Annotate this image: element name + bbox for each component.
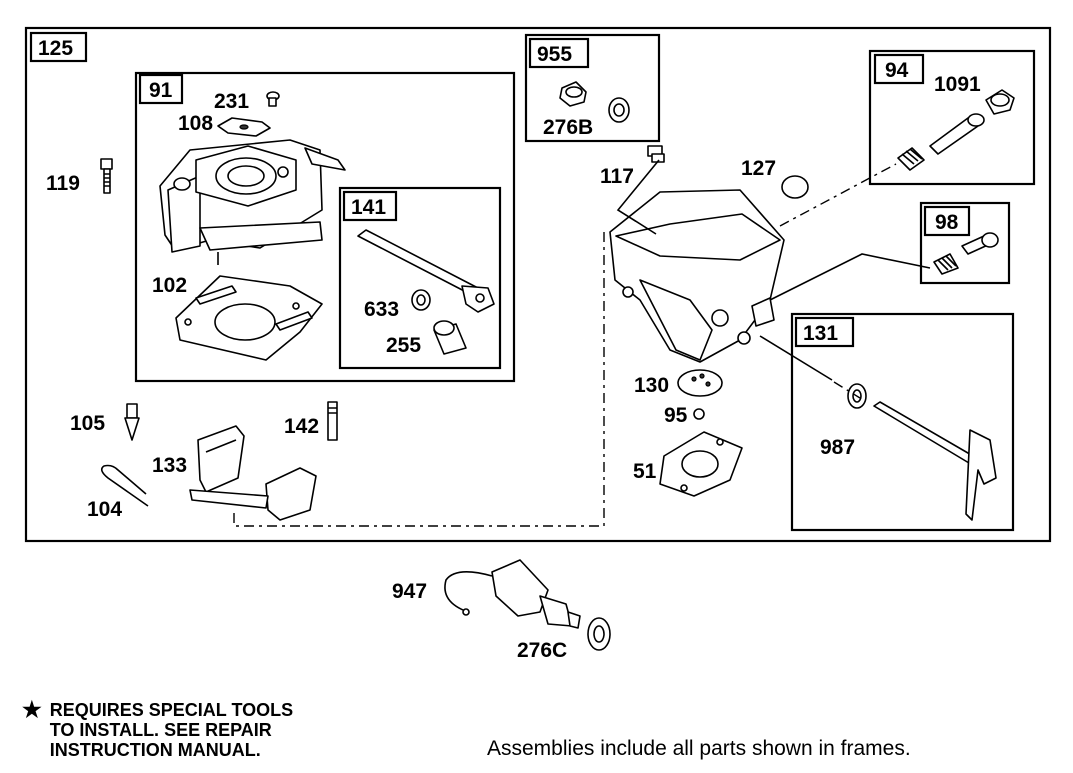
frame-idle-screw xyxy=(868,49,1036,186)
part-141-throttle-shaft xyxy=(357,229,495,313)
star-icon: ★ xyxy=(22,697,42,722)
part-131-choke-shaft xyxy=(873,401,997,521)
part-102-gasket xyxy=(175,275,323,361)
part-104-hinge-pin xyxy=(100,464,149,507)
note-line-2: TO INSTALL. SEE REPAIR xyxy=(49,720,272,740)
frame-label-idle-screw: 94 xyxy=(885,59,909,82)
frame-label-throttle-shaft: 141 xyxy=(351,196,386,219)
label-117: 117 xyxy=(600,165,634,188)
label-142: 142 xyxy=(284,415,319,438)
part-142-pin xyxy=(327,401,338,441)
label-95: 95 xyxy=(664,404,688,427)
label-276b: 276B xyxy=(543,116,593,139)
label-276c: 276C xyxy=(517,639,567,662)
note-line-3: INSTRUCTION MANUAL. xyxy=(49,740,261,760)
label-947: 947 xyxy=(392,580,427,603)
frame-label-carb-upper: 91 xyxy=(149,79,173,102)
label-1091: 1091 xyxy=(934,73,981,96)
label-133: 133 xyxy=(152,454,187,477)
frame-carb-upper xyxy=(134,71,516,383)
frame-label-box-throttle-shaft xyxy=(342,190,398,222)
frame-mixture-screw xyxy=(919,201,1011,285)
part-105-needle xyxy=(124,403,140,441)
special-tools-note: ★ REQUIRES SPECIAL TOOLS TO INSTALL. SEE… xyxy=(22,697,340,761)
label-51: 51 xyxy=(633,460,657,483)
label-104: 104 xyxy=(87,498,122,521)
label-130: 130 xyxy=(634,374,669,397)
part-51-gasket xyxy=(659,431,743,497)
frame-label-box-solenoid-kit xyxy=(528,37,590,69)
part-255-sleeve xyxy=(433,320,467,355)
frame-label-mixture-screw: 98 xyxy=(935,211,959,234)
part-133-float xyxy=(189,425,317,521)
label-119: 119 xyxy=(46,172,80,195)
frame-label-box-carb-upper xyxy=(138,73,184,105)
leader-lines xyxy=(233,159,931,527)
part-119-bolt xyxy=(100,158,113,194)
frame-choke-shaft xyxy=(790,312,1015,532)
part-108-plate xyxy=(217,117,271,137)
part-1091-cap xyxy=(985,89,1015,115)
label-105: 105 xyxy=(70,412,105,435)
part-carb-upper-body xyxy=(159,139,346,265)
frame-label-box-mixture-screw xyxy=(923,205,971,237)
part-117-screw xyxy=(647,145,665,163)
label-633: 633 xyxy=(364,298,399,321)
frame-solenoid-kit xyxy=(524,33,661,143)
frame-label-choke-shaft: 131 xyxy=(803,322,838,345)
part-947-solenoid xyxy=(444,559,581,629)
part-276b-washer xyxy=(608,97,630,123)
part-276c-washer xyxy=(587,617,611,651)
part-955-solenoid-nut xyxy=(559,81,587,107)
part-94-idle-screw xyxy=(897,113,985,171)
part-carb-lower-body xyxy=(609,189,785,363)
label-987: 987 xyxy=(820,436,855,459)
label-102: 102 xyxy=(152,274,187,297)
frame-label-solenoid-kit: 955 xyxy=(537,43,572,66)
assembly-note: Assemblies include all parts shown in fr… xyxy=(487,737,911,760)
label-108: 108 xyxy=(178,112,213,135)
part-130-diaphragm xyxy=(677,369,723,397)
part-95-screw xyxy=(693,408,705,420)
part-98-mixture-screw xyxy=(933,232,999,275)
part-127-plug xyxy=(781,175,809,199)
frame-label-box-idle-screw xyxy=(873,53,925,85)
frame-main xyxy=(24,26,1052,543)
frame-throttle-shaft xyxy=(338,186,502,370)
label-255: 255 xyxy=(386,334,421,357)
frame-label-box-choke-shaft xyxy=(794,316,855,348)
part-633-bushing xyxy=(411,289,431,311)
note-line-1: REQUIRES SPECIAL TOOLS xyxy=(49,700,294,720)
part-231-screw xyxy=(266,91,280,107)
label-127: 127 xyxy=(741,157,776,180)
frame-label-box-main xyxy=(29,31,88,63)
label-231: 231 xyxy=(214,90,249,113)
frame-label-main: 125 xyxy=(38,37,73,60)
